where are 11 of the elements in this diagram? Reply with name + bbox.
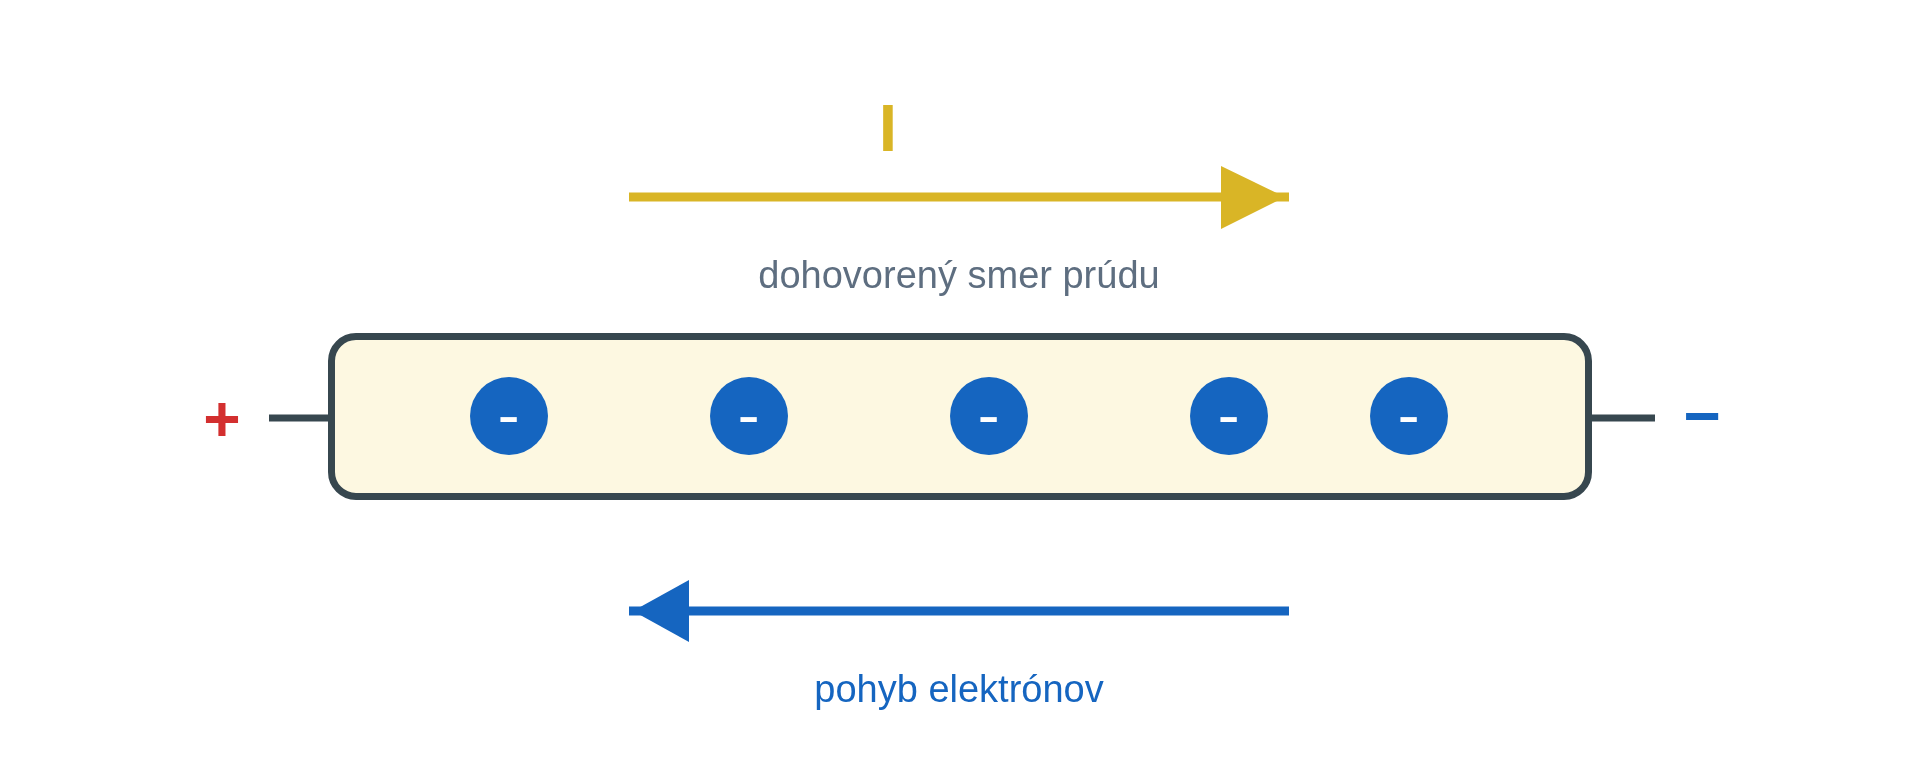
- caption: pohyb elektrónov: [814, 670, 1104, 708]
- caption: dohovorený smer prúdu: [758, 256, 1160, 294]
- electron-minus-sign: -: [498, 396, 520, 436]
- plus-sign: +: [203, 387, 241, 451]
- electron-minus-sign: -: [738, 396, 760, 436]
- current-symbol: I: [878, 95, 898, 161]
- electron-minus-sign: -: [1398, 396, 1420, 436]
- minus-sign: −: [1683, 384, 1721, 448]
- electron-minus-sign: -: [978, 396, 1000, 436]
- electron-minus-sign: -: [1218, 396, 1240, 436]
- wire-box: [328, 333, 1592, 500]
